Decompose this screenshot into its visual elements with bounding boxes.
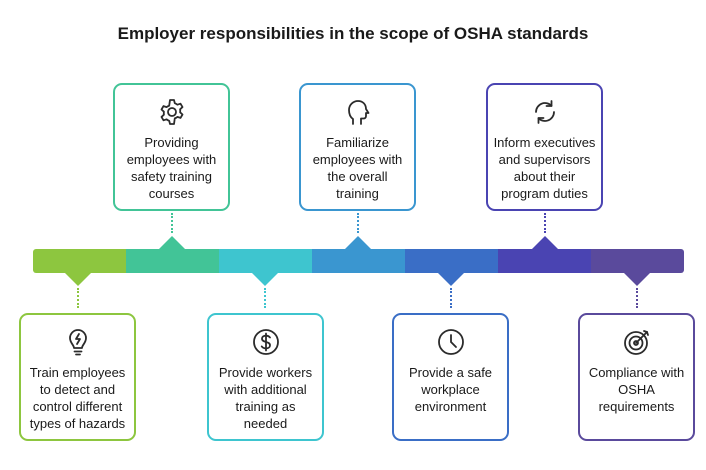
clock-icon	[437, 329, 464, 355]
connector-dots	[636, 288, 638, 308]
connector-arrow	[532, 236, 558, 249]
connector-arrow	[438, 273, 464, 286]
head-icon	[347, 100, 369, 125]
connector-arrow	[65, 273, 91, 286]
connector-dots	[544, 213, 546, 233]
connector-arrow	[624, 273, 650, 286]
card-label: Providing employees with safety training…	[126, 135, 217, 201]
connector-dots	[450, 288, 452, 308]
card-label: Familiarize employees with the overall t…	[312, 135, 403, 201]
connector-arrow	[345, 236, 371, 249]
card-label: Compliance with OSHA requirements	[588, 365, 685, 414]
connector-arrow	[159, 236, 185, 249]
card-label: Provide a safe workplace environment	[408, 365, 493, 414]
timeline-segment-7	[591, 249, 684, 273]
card-inform-executives: Inform executives and supervisors about …	[486, 83, 603, 211]
connector-dots	[171, 213, 173, 233]
timeline-segment-5	[405, 249, 498, 273]
card-familiarize: Familiarize employees with the overall t…	[299, 83, 416, 211]
card-safe-workplace: Provide a safe workplace environment	[392, 313, 509, 441]
connector-dots	[264, 288, 266, 308]
timeline-segment-1	[33, 249, 126, 273]
gear-icon	[160, 99, 183, 125]
timeline-segment-6	[498, 249, 591, 273]
card-label: Inform executives and supervisors about …	[493, 135, 596, 201]
lightbulb-bolt-icon	[68, 329, 87, 356]
dollar-icon	[252, 329, 279, 355]
card-additional-training: Provide workers with additional training…	[207, 313, 324, 441]
card-label: Train employees to detect and control di…	[29, 365, 126, 431]
card-label: Provide workers with additional training…	[218, 365, 313, 431]
connector-dots	[77, 288, 79, 308]
timeline-bar	[33, 249, 684, 273]
card-detect-hazards: Train employees to detect and control di…	[19, 313, 136, 441]
target-icon	[623, 330, 649, 355]
connector-dots	[357, 213, 359, 233]
diagram-title: Employer responsibilities in the scope o…	[117, 24, 589, 43]
connector-arrow	[252, 273, 278, 286]
timeline-segment-4	[312, 249, 405, 273]
timeline-segment-2	[126, 249, 219, 273]
card-safety-training: Providing employees with safety training…	[113, 83, 230, 211]
timeline-segment-3	[219, 249, 312, 273]
refresh-icon	[534, 100, 555, 124]
card-osha-compliance: Compliance with OSHA requirements	[578, 313, 695, 441]
